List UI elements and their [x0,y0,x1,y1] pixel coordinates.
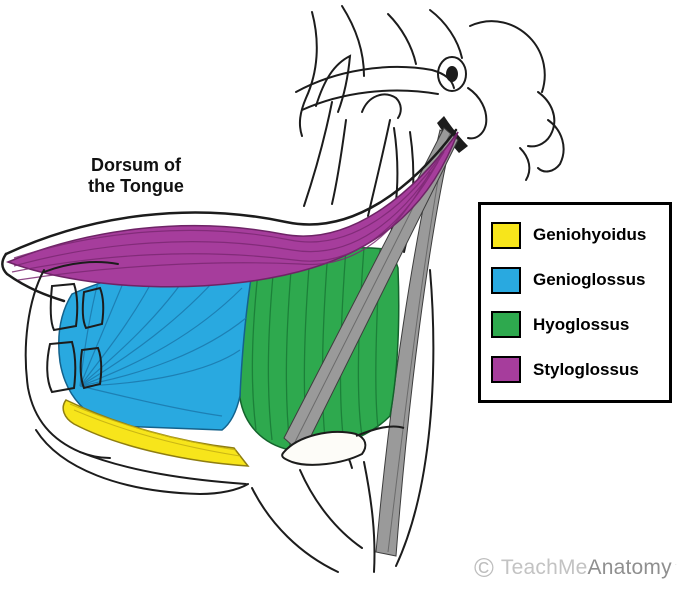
legend-item-geniohyoidus: Geniohyoidus [491,221,659,249]
copyright-icon: © [474,552,494,583]
legend-swatch-styloglossus [491,356,521,384]
legend-label-geniohyoidus: Geniohyoidus [533,225,647,245]
neck-lineart [251,269,435,573]
legend-item-genioglossus: Genioglossus [491,266,659,294]
geniohyoidus-region [62,399,250,467]
watermark: © TeachMeAnatomy .info [474,551,677,585]
legend: Geniohyoidus Genioglossus Hyoglossus Sty… [478,202,672,403]
hyoid-bone [281,425,405,466]
legend-label-genioglossus: Genioglossus [533,270,646,290]
legend-label-styloglossus: Styloglossus [533,359,639,379]
legend-swatch-genioglossus [491,266,521,294]
styloglossus-region [5,131,459,288]
dorsum-label: Dorsum of the Tongue [62,155,210,196]
mandible-lineart [24,261,249,496]
tongue-outline [1,128,458,303]
dorsum-label-line2: the Tongue [88,175,184,196]
legend-item-styloglossus: Styloglossus [491,356,659,384]
watermark-brand-light: TeachMe [500,556,588,579]
watermark-suffix: .info [674,560,677,567]
dorsum-label-line1: Dorsum of [91,155,181,175]
grey-band-long [375,129,453,557]
legend-label-hyoglossus: Hyoglossus [533,314,630,334]
legend-swatch-geniohyoidus [491,221,521,249]
legend-item-hyoglossus: Hyoglossus [491,311,659,339]
watermark-brand-dark: Anatomy [587,556,672,579]
watermark-brand: TeachMeAnatomy [501,556,672,580]
styloglossus-fill [5,131,459,288]
legend-swatch-hyoglossus [491,311,521,339]
